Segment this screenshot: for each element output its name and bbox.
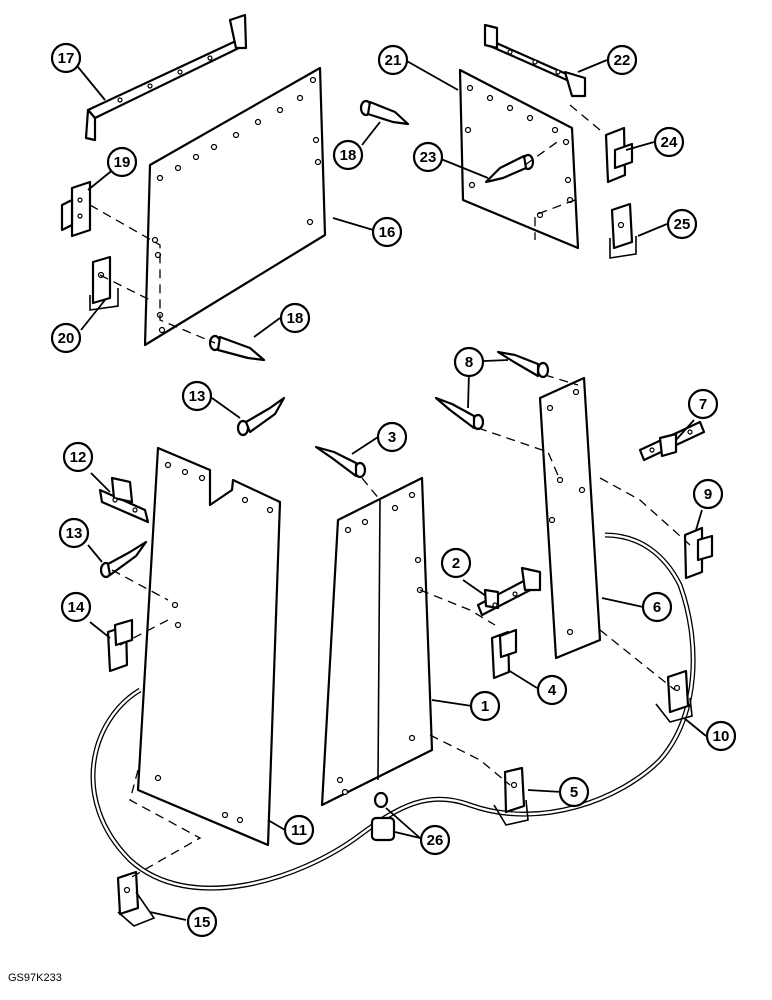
pin-23 [484,153,535,184]
callout-4: 4 [536,674,568,706]
cable-clip-26 [370,791,396,842]
callout-13-upper: 13 [181,380,213,412]
callout-13-lower: 13 [58,517,90,549]
bracket-12 [98,476,150,524]
panel-11 [136,446,282,847]
callout-8-text: 8 [465,354,473,371]
callout-19-text: 19 [114,154,131,171]
panel-16 [143,66,327,347]
callout-18-upper: 18 [332,139,364,171]
callout-25: 25 [666,208,698,240]
callout-7: 7 [687,388,719,420]
callout-9: 9 [692,478,724,510]
callout-2-text: 2 [452,555,460,572]
callout-7-text: 7 [699,396,707,413]
bracket-22 [483,23,587,98]
bracket-2 [476,566,542,617]
callout-12-text: 12 [70,449,87,466]
callout-18-lower: 18 [279,302,311,334]
callout-12: 12 [62,441,94,473]
pin-13-upper [236,396,286,437]
callout-10: 10 [705,720,737,752]
clip-14 [106,618,134,673]
callout-11: 11 [283,814,315,846]
clip-4 [490,628,518,680]
callout-2: 2 [440,547,472,579]
callout-13-lower-text: 13 [66,525,83,542]
latch-5 [493,766,529,826]
latch-25 [609,202,637,259]
pin-13-lower [99,540,148,579]
callout-26-text: 26 [427,832,444,849]
callout-17: 17 [50,42,82,74]
figure-id-label: GS97K233 [8,972,62,984]
callout-16: 16 [371,216,403,248]
callout-14: 14 [60,591,92,623]
callout-23-text: 23 [420,149,437,166]
callout-8: 8 [453,346,485,378]
callout-1: 1 [469,690,501,722]
callout-15: 15 [186,906,218,938]
pin-18-upper [359,99,410,126]
callout-1-text: 1 [481,698,489,715]
callout-5-text: 5 [570,784,578,801]
callout-23: 23 [412,141,444,173]
pin-8-lower [434,396,485,431]
callout-17-text: 17 [58,50,75,67]
callout-24: 24 [653,126,685,158]
callout-20: 20 [50,322,82,354]
bracket-17 [84,13,248,142]
callout-9-text: 9 [704,486,712,503]
callout-14-text: 14 [68,599,85,616]
callout-20-text: 20 [58,330,75,347]
latch-15 [116,870,156,927]
callout-6-text: 6 [653,599,661,616]
callout-26: 26 [419,824,451,856]
callout-24-text: 24 [661,134,678,151]
callout-15-text: 15 [194,914,211,931]
bracket-7 [638,420,706,462]
callout-11-text: 11 [291,822,307,839]
callout-21-text: 21 [385,52,402,69]
callout-10-text: 10 [713,728,730,745]
pin-8-upper [496,350,550,379]
clip-9 [683,526,714,580]
callout-6: 6 [641,591,673,623]
callout-13-upper-text: 13 [189,388,206,405]
pin-3 [314,445,367,479]
callout-19: 19 [106,146,138,178]
callout-18-upper-text: 18 [340,147,357,164]
callout-16-text: 16 [379,224,396,241]
pin-18-lower [208,334,266,362]
panel-1 [320,476,434,807]
callout-22: 22 [606,44,638,76]
latch-10 [655,669,693,723]
clip-19 [60,180,92,238]
callout-3-text: 3 [388,429,396,446]
callout-3: 3 [376,421,408,453]
callout-21: 21 [377,44,409,76]
callout-18-lower-text: 18 [287,310,304,327]
panel-6 [538,376,602,660]
callout-4-text: 4 [548,682,557,699]
callout-22-text: 22 [614,52,631,69]
callout-25-text: 25 [674,216,691,233]
clip-24 [604,126,634,184]
callout-5: 5 [558,776,590,808]
